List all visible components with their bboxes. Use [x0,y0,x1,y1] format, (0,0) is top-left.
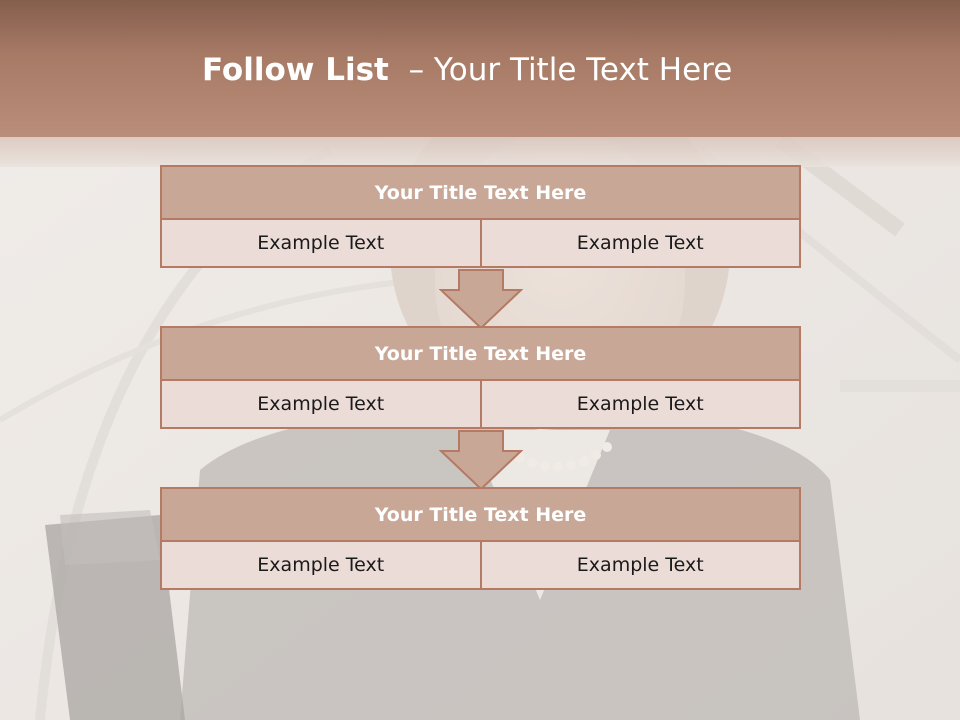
header-band [0,0,960,137]
block-row: Example Text Example Text [160,218,801,268]
list-block-3: Your Title Text Here Example Text Exampl… [160,487,801,590]
block-row: Example Text Example Text [160,379,801,429]
header-strip [0,137,960,167]
block-title: Your Title Text Here [160,165,801,220]
block-cell-right: Example Text [479,218,801,268]
slide-title-bold: Follow List [202,52,389,88]
slide-title-rest: – Your Title Text Here [408,52,733,88]
block-title: Your Title Text Here [160,326,801,381]
list-block-1: Your Title Text Here Example Text Exampl… [160,165,801,268]
down-arrow-icon [439,430,523,491]
block-title: Your Title Text Here [160,487,801,542]
block-cell-right: Example Text [479,379,801,429]
block-cell-left: Example Text [160,218,482,268]
block-cell-left: Example Text [160,379,482,429]
block-cell-right: Example Text [479,540,801,590]
slide-title: Follow List – Your Title Text Here [0,52,960,88]
list-block-2: Your Title Text Here Example Text Exampl… [160,326,801,429]
block-row: Example Text Example Text [160,540,801,590]
block-cell-left: Example Text [160,540,482,590]
down-arrow-icon [439,269,523,330]
